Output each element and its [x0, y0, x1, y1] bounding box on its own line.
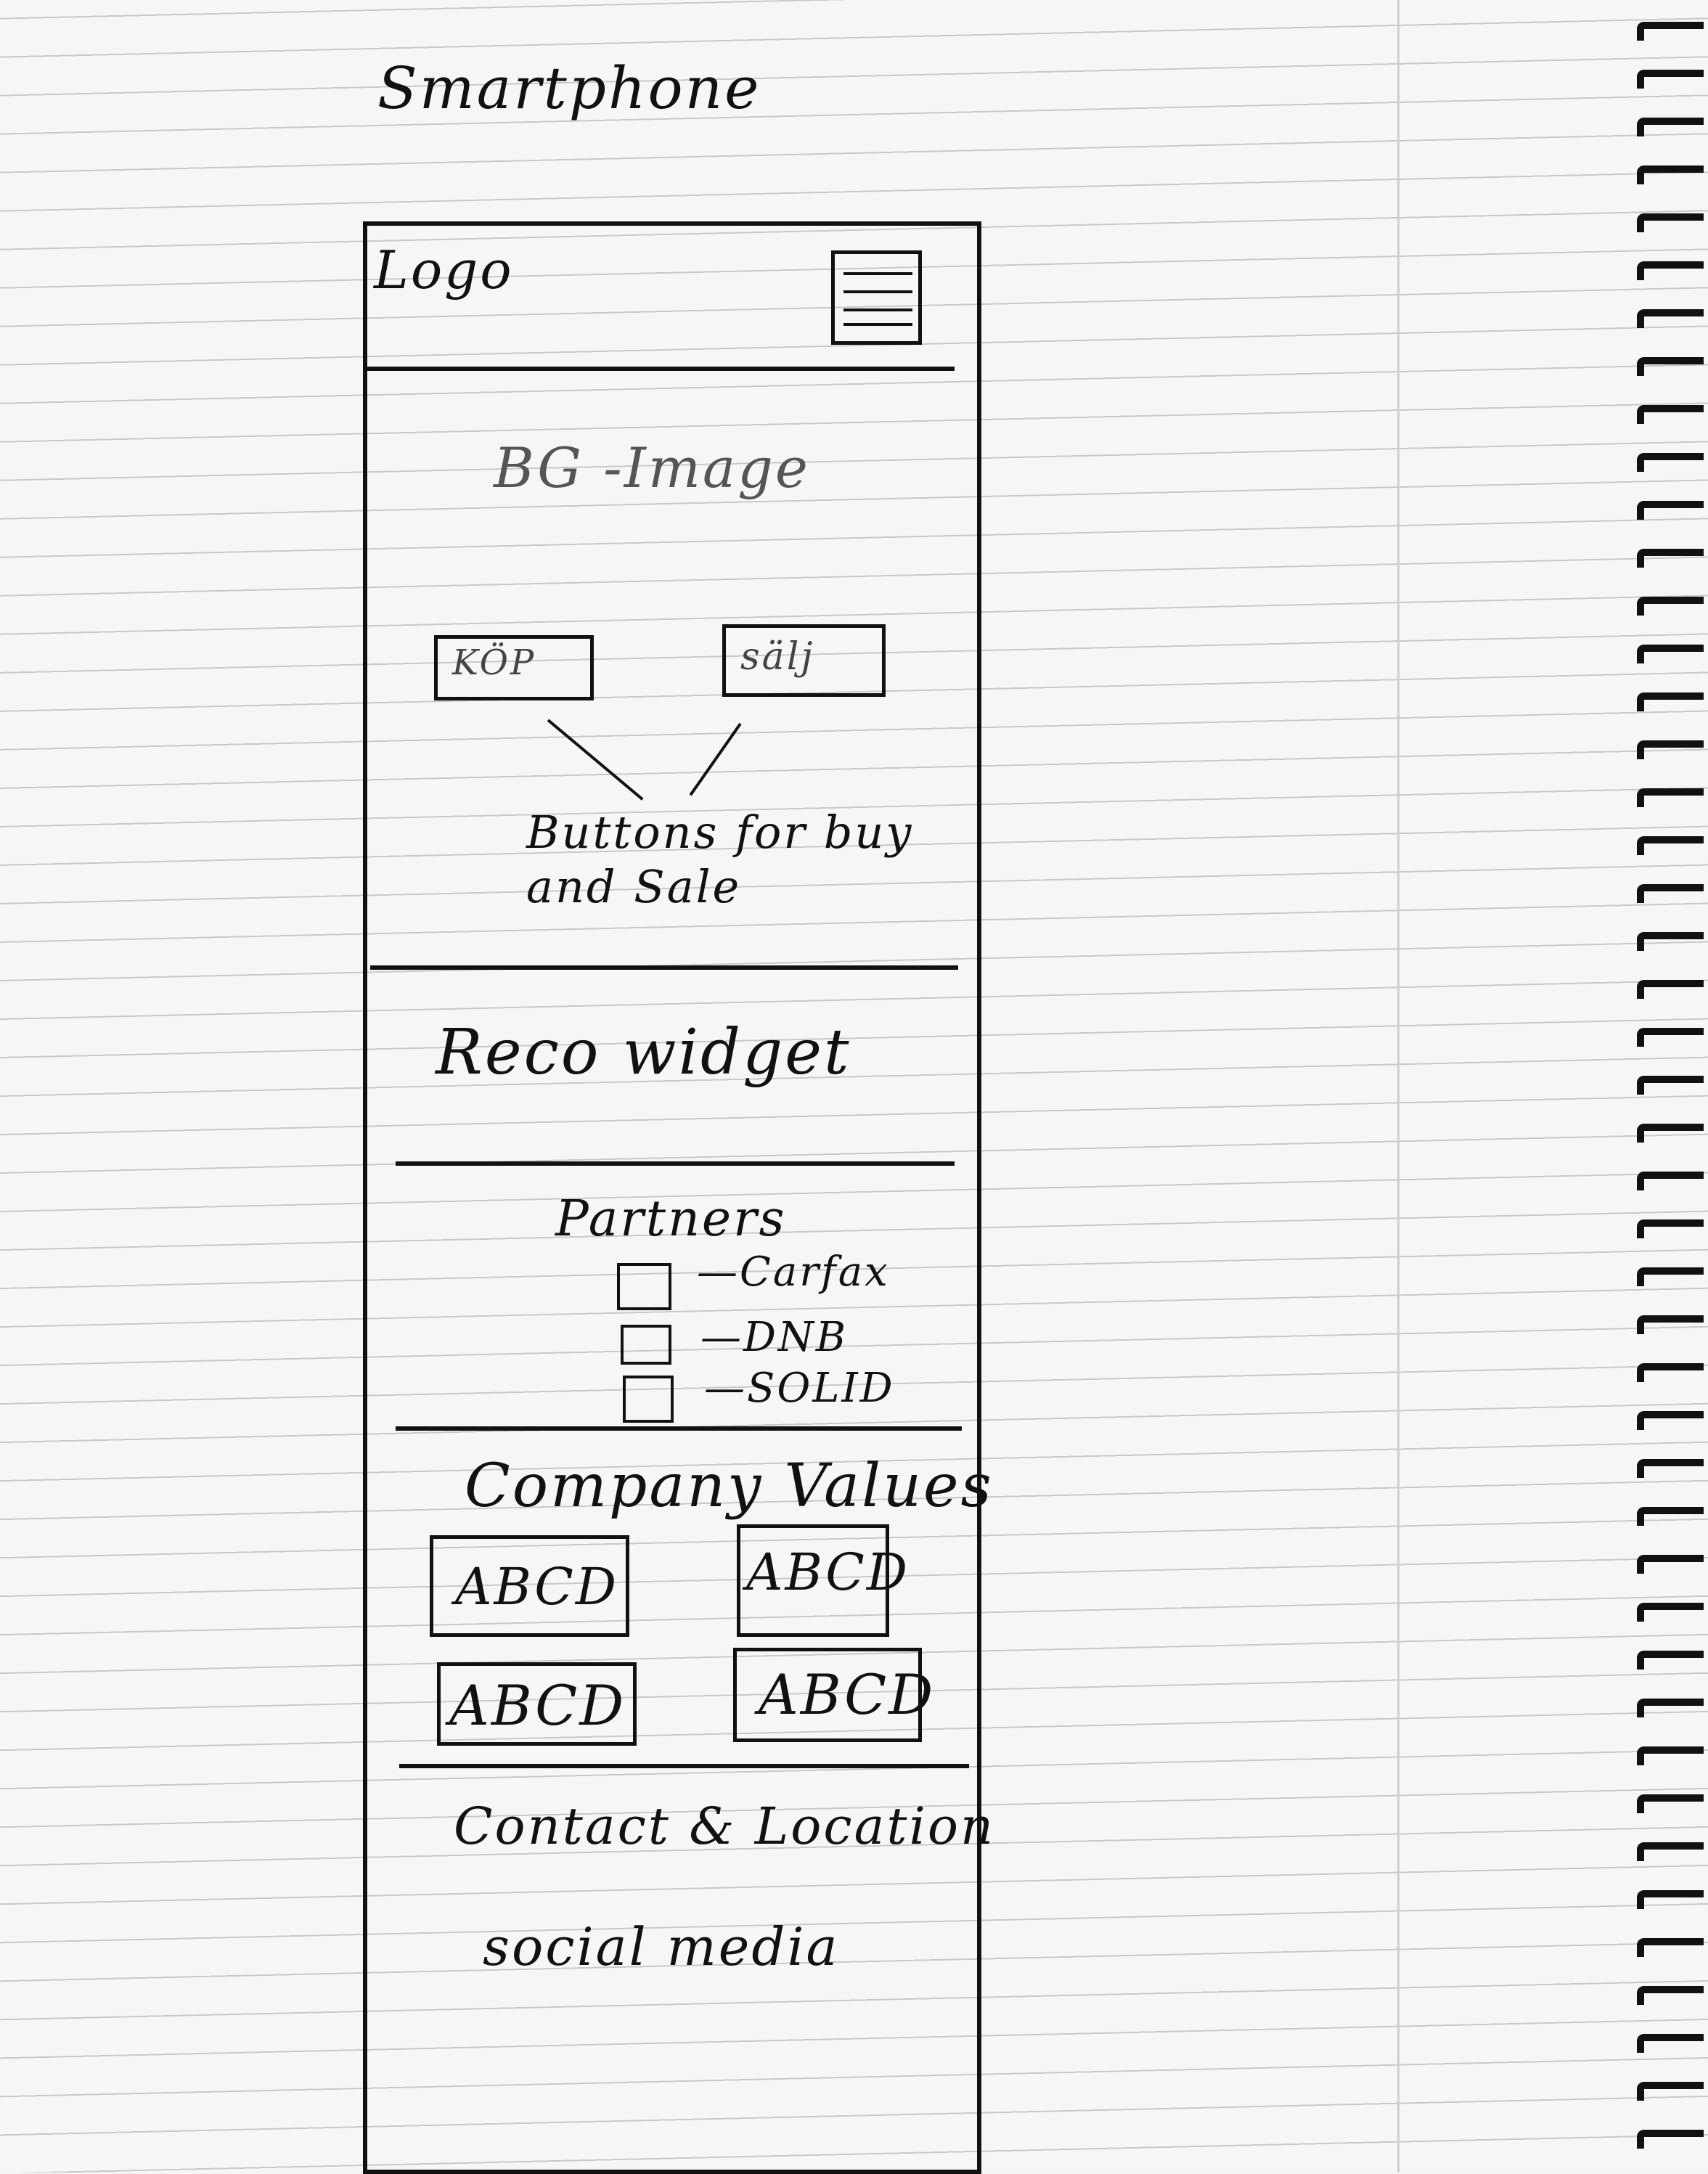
spiral-ring	[1637, 2034, 1704, 2053]
spiral-ring	[1637, 1124, 1704, 1143]
spiral-ring	[1637, 1555, 1704, 1574]
value-card: ABCD	[737, 1524, 907, 1637]
spiral-ring	[1637, 1459, 1704, 1478]
spiral-ring	[1637, 692, 1704, 711]
spiral-ring	[1637, 1315, 1704, 1334]
spiral-ring	[1637, 1842, 1704, 1861]
header-divider	[367, 367, 955, 371]
partner-logo-box	[623, 1376, 674, 1423]
phone-frame	[363, 221, 981, 2174]
buy-button[interactable]: KÖP	[434, 635, 594, 700]
spiral-ring	[1637, 2082, 1704, 2101]
menu-line	[843, 323, 912, 326]
value-card-label: ABCD	[449, 1673, 626, 1738]
annotation-line-2: and Sale	[526, 860, 742, 913]
spiral-ring	[1637, 405, 1704, 424]
partner-logo-box	[617, 1263, 671, 1310]
spiral-ring	[1637, 1172, 1704, 1190]
hero-divider	[370, 965, 958, 970]
sell-button-label: sälj	[740, 635, 815, 679]
social-media: social media	[483, 1916, 840, 1977]
value-card: ABCD	[733, 1648, 933, 1742]
spiral-ring	[1637, 884, 1704, 903]
spiral-ring	[1637, 1363, 1704, 1382]
spiral-ring	[1637, 1507, 1704, 1526]
spiral-ring	[1637, 70, 1704, 89]
contact-location: Contact & Location	[454, 1797, 996, 1856]
page-title: Smartphone	[377, 54, 761, 122]
partners-title: Partners	[555, 1190, 787, 1248]
spiral-ring	[1637, 213, 1704, 232]
spiral-ring	[1637, 1028, 1704, 1047]
spiral-ring	[1637, 1219, 1704, 1238]
logo[interactable]: Logo	[374, 240, 514, 301]
spiral-ring	[1637, 165, 1704, 184]
hamburger-menu-icon[interactable]	[831, 250, 922, 345]
menu-line	[843, 308, 912, 311]
partner-logo-box	[621, 1325, 671, 1365]
spiral-ring	[1637, 788, 1704, 807]
spiral-ring	[1637, 1411, 1704, 1430]
spiral-ring	[1637, 1794, 1704, 1813]
spiral-ring	[1637, 597, 1704, 616]
spiral-ring	[1637, 261, 1704, 280]
spiral-ring	[1637, 980, 1704, 999]
spiral-ring	[1637, 1267, 1704, 1286]
spiral-ring	[1637, 1890, 1704, 1909]
spiral-ring	[1637, 740, 1704, 759]
spiral-ring	[1637, 1986, 1704, 2005]
partner-name: —SOLID	[704, 1365, 895, 1412]
values-divider	[399, 1764, 969, 1768]
spiral-ring	[1637, 1699, 1704, 1717]
spiral-ring	[1637, 549, 1704, 568]
value-card-label: ABCD	[746, 1542, 910, 1602]
hero-background-label: BG -Image	[494, 436, 810, 500]
margin-line	[1397, 0, 1400, 2173]
sell-button[interactable]: sälj	[722, 624, 886, 697]
spiral-ring	[1637, 836, 1704, 855]
partner-name: —Carfax	[697, 1249, 890, 1296]
spiral-ring	[1637, 118, 1704, 136]
annotation-line-1: Buttons for buy	[526, 806, 914, 859]
reco-divider	[396, 1161, 955, 1166]
value-card: ABCD	[437, 1662, 637, 1746]
spiral-ring	[1637, 932, 1704, 951]
spiral-ring	[1637, 2130, 1704, 2149]
spiral-ring	[1637, 1651, 1704, 1670]
spiral-ring	[1637, 22, 1704, 41]
spiral-binding	[1637, 22, 1708, 2173]
company-values-title: Company Values	[465, 1452, 994, 1521]
partner-name: —DNB	[700, 1314, 849, 1361]
menu-line	[843, 272, 912, 275]
spiral-ring	[1637, 1603, 1704, 1622]
value-card-label: ABCD	[759, 1662, 936, 1727]
buy-button-label: KÖP	[452, 642, 536, 683]
value-card-label: ABCD	[455, 1557, 618, 1617]
spiral-ring	[1637, 309, 1704, 328]
reco-widget-title: Reco widget	[436, 1016, 851, 1089]
spiral-ring	[1637, 1076, 1704, 1095]
spiral-ring	[1637, 453, 1704, 472]
partners-divider	[396, 1426, 962, 1431]
spiral-ring	[1637, 501, 1704, 520]
spiral-ring	[1637, 645, 1704, 663]
value-card: ABCD	[430, 1535, 629, 1637]
menu-line	[843, 290, 912, 293]
spiral-ring	[1637, 1938, 1704, 1957]
spiral-ring	[1637, 1746, 1704, 1765]
spiral-ring	[1637, 357, 1704, 376]
